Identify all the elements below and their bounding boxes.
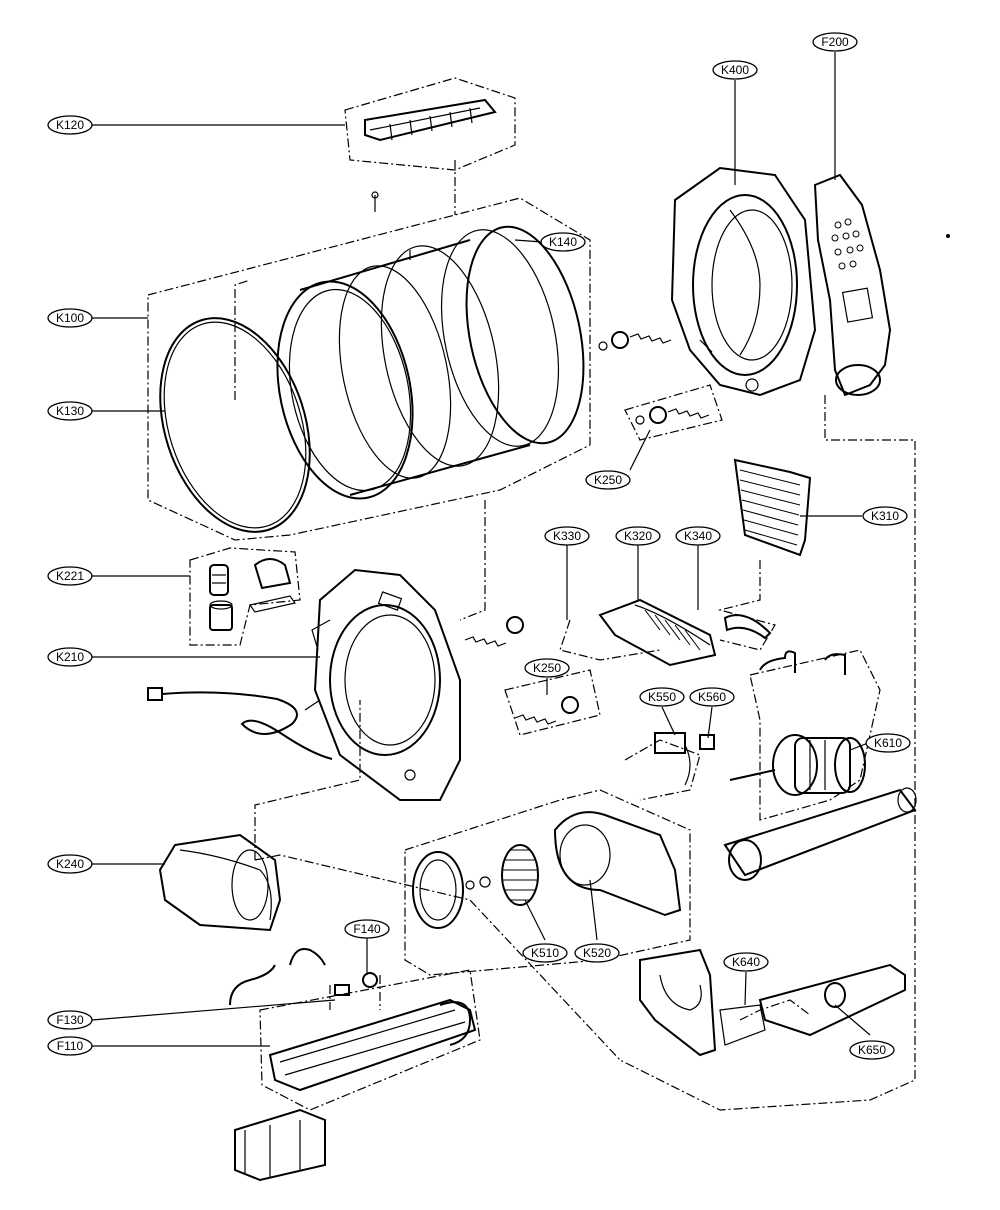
label-k510-text: K510 (531, 946, 559, 960)
label-k240-text: K240 (56, 857, 84, 871)
filter-housing-k320-k330-k340 (598, 598, 772, 667)
label-k400-text: K400 (721, 63, 749, 77)
label-k320-text: K320 (624, 529, 652, 543)
label-k140-text: K140 (549, 235, 577, 249)
exhaust-duct-k240 (158, 833, 282, 932)
label-k520-text: K520 (583, 946, 611, 960)
label-k340-text: K340 (684, 529, 712, 543)
label-k650-text: K650 (858, 1043, 886, 1057)
label-k130: K130 (47, 401, 93, 421)
leader-lines (91, 52, 871, 1047)
sensors-k550-k560 (654, 732, 715, 786)
label-k310: K310 (862, 506, 908, 526)
label-k640: K640 (723, 952, 769, 972)
label-k120-text: K120 (56, 118, 84, 132)
label-k221-text: K221 (56, 569, 84, 583)
sensor-parts-k221 (209, 558, 297, 631)
label-k330-text: K330 (553, 529, 581, 543)
label-k240: K240 (47, 854, 93, 874)
motor-tube (723, 787, 917, 881)
label-k210-text: K210 (56, 650, 84, 664)
label-k250-upper-text: K250 (594, 473, 622, 487)
label-k330: K330 (544, 526, 590, 546)
label-k550: K550 (639, 687, 685, 707)
rear-bulkhead-k400 (670, 166, 817, 397)
label-k550-text: K550 (648, 690, 676, 704)
label-k310-text: K310 (871, 509, 899, 523)
label-k100-text: K100 (56, 311, 84, 325)
stray-mark (946, 234, 950, 238)
label-k250-lower: K250 (524, 658, 570, 678)
label-f200: F200 (812, 32, 858, 52)
front-bulkhead-k210 (304, 568, 461, 801)
label-f130: F130 (47, 1010, 93, 1030)
label-k560-text: K560 (698, 690, 726, 704)
drum-k140 (276, 225, 585, 500)
heater-bracket (234, 1108, 326, 1182)
label-k610: K610 (865, 733, 911, 753)
drum-seal-k130 (159, 317, 311, 533)
duct-cover-f200 (813, 173, 892, 397)
label-k210: K210 (47, 647, 93, 667)
wire-harness (147, 687, 333, 760)
thermostats-f130-f140 (229, 948, 378, 1006)
label-f130-text: F130 (56, 1013, 84, 1027)
blower-k510-k520 (412, 811, 682, 929)
label-k610-text: K610 (874, 736, 902, 750)
label-k320: K320 (615, 526, 661, 546)
label-k100: K100 (47, 308, 93, 328)
bolt-set-k250-upper (598, 331, 710, 425)
label-k650: K650 (849, 1040, 895, 1060)
label-k130-text: K130 (56, 404, 84, 418)
label-f200-text: F200 (821, 35, 849, 49)
label-k640-text: K640 (732, 955, 760, 969)
label-k120: K120 (47, 115, 93, 135)
label-f140: F140 (344, 919, 390, 939)
label-f110: F110 (47, 1036, 93, 1056)
bracket-k120 (364, 98, 497, 212)
label-k520: K520 (574, 943, 620, 963)
label-k510: K510 (522, 943, 568, 963)
bolt-set-k250-lower (464, 616, 579, 725)
label-k560: K560 (689, 687, 735, 707)
label-f140-text: F140 (353, 922, 381, 936)
label-f110-text: F110 (57, 1039, 84, 1053)
label-k221: K221 (47, 566, 93, 586)
heater-duct-f110 (268, 998, 477, 1092)
bottom-bracket-k640-k650 (639, 948, 906, 1057)
lint-filter-k310 (733, 458, 812, 557)
label-k140: K140 (540, 232, 586, 252)
label-k340: K340 (675, 526, 721, 546)
label-k250-lower-text: K250 (533, 661, 561, 675)
motor-k610 (729, 650, 866, 796)
label-k250-upper: K250 (585, 470, 631, 490)
label-k400: K400 (712, 60, 758, 80)
